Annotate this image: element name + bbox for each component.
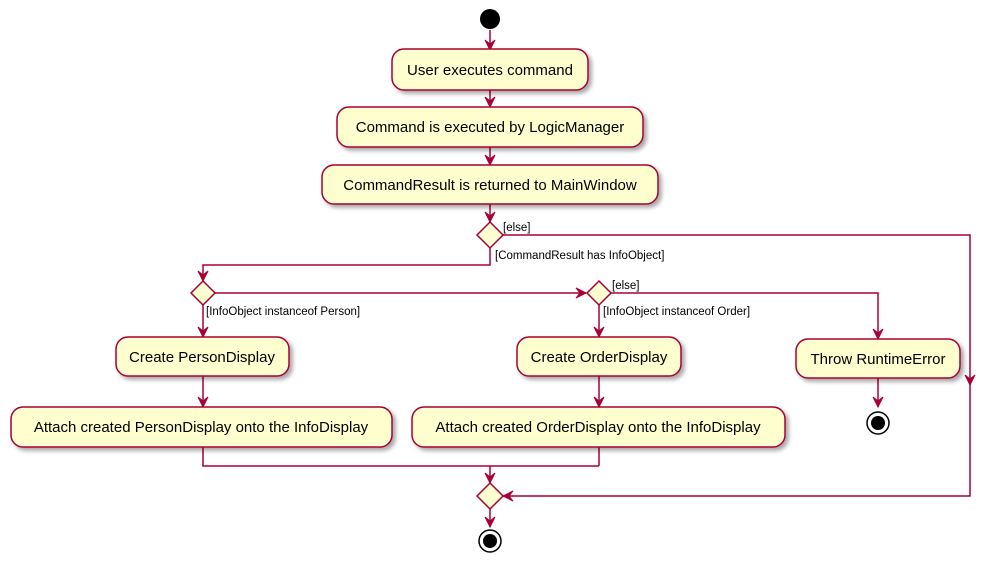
activity-label: Throw RuntimeError xyxy=(810,351,945,368)
decision-instanceof-person xyxy=(189,279,217,307)
guard-inner-else: [else] xyxy=(612,280,640,292)
stop-node-error xyxy=(866,411,890,435)
activity-label: Command is executed by LogicManager xyxy=(356,119,624,136)
activity-label: Attach created OrderDisplay onto the Inf… xyxy=(435,419,761,436)
decision-instanceof-order xyxy=(585,279,613,307)
arrowheads xyxy=(197,39,976,529)
guard-has-infoobject: [CommandResult has InfoObject] xyxy=(495,250,664,262)
activity-label: Attach created PersonDisplay onto the In… xyxy=(34,419,369,436)
decision-has-infoobject xyxy=(475,220,505,250)
guard-outer-else: [else] xyxy=(503,222,531,234)
merge-diamond xyxy=(475,481,505,511)
activity-label: CommandResult is returned to MainWindow xyxy=(343,177,637,194)
guard-instanceof-person: [InfoObject instanceof Person] xyxy=(206,306,360,318)
activity-throw-runtimeerror xyxy=(795,338,961,379)
activity-user-executes-command xyxy=(391,48,589,91)
activity-attach-persondisplay xyxy=(10,406,393,448)
activity-label: User executes command xyxy=(407,62,573,79)
activity-create-orderdisplay xyxy=(516,336,682,377)
activity-attach-orderdisplay xyxy=(411,406,786,448)
activity-commandresult-returned xyxy=(321,164,659,205)
start-node xyxy=(480,9,500,29)
guard-instanceof-order: [InfoObject instanceof Order] xyxy=(603,306,750,318)
activity-create-persondisplay xyxy=(115,336,290,377)
activity-label: Create OrderDisplay xyxy=(531,349,668,366)
end-node xyxy=(478,529,502,553)
activity-command-executed-by-logicmanager xyxy=(336,106,644,148)
edges xyxy=(202,30,971,527)
activity-label: Create PersonDisplay xyxy=(129,349,275,366)
